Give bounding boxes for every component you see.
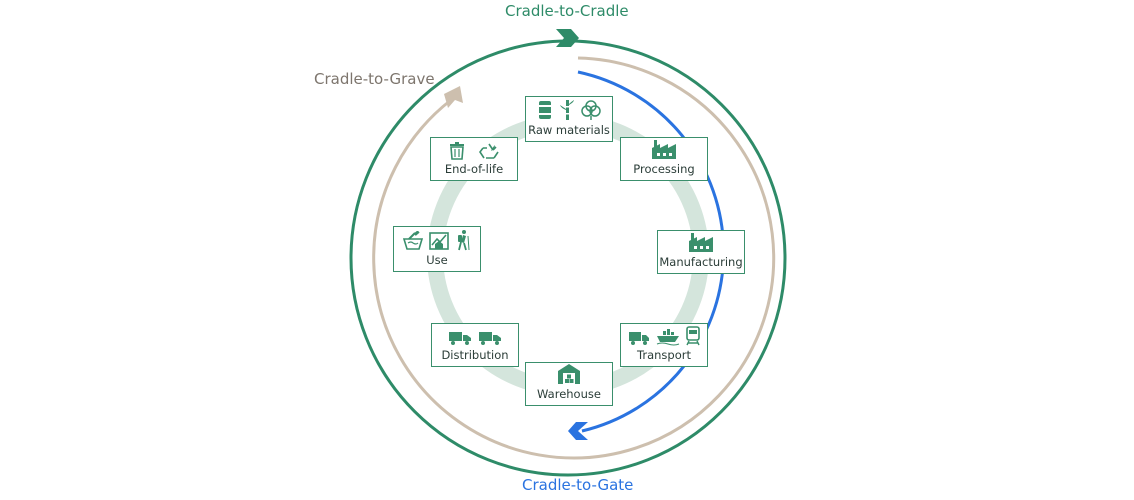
factory-icon bbox=[689, 233, 713, 252]
home-chart-icon bbox=[429, 232, 449, 250]
truck-icon bbox=[479, 332, 501, 345]
stage-warehouse: Warehouse bbox=[525, 362, 613, 406]
raw-materials-label: Raw materials bbox=[528, 123, 610, 137]
hiker-icon bbox=[458, 230, 470, 251]
stage-use: Use bbox=[393, 226, 481, 272]
cradle-to-gate-label: Cradle-to-Gate bbox=[522, 476, 634, 494]
processing-label: Processing bbox=[633, 162, 695, 176]
transport-label: Transport bbox=[637, 348, 691, 362]
cradle-to-grave-arc bbox=[372, 56, 776, 460]
factory-icon bbox=[652, 140, 676, 159]
train-icon bbox=[686, 326, 700, 346]
barrel-icon bbox=[538, 101, 552, 119]
use-label: Use bbox=[426, 253, 448, 267]
stage-distribution: Distribution bbox=[431, 323, 519, 367]
cotton-icon bbox=[581, 100, 601, 120]
cradle-to-cradle-arrowhead bbox=[556, 29, 579, 47]
warehouse-label: Warehouse bbox=[537, 387, 601, 401]
washing-icon bbox=[403, 231, 423, 250]
stage-end-of-life: End-of-life bbox=[430, 137, 518, 181]
distribution-label: Distribution bbox=[441, 348, 509, 362]
manufacturing-label: Manufacturing bbox=[659, 255, 743, 269]
stage-transport: Transport bbox=[620, 323, 708, 367]
stage-raw-materials: Raw materials bbox=[525, 96, 613, 142]
stage-manufacturing: Manufacturing bbox=[657, 230, 745, 274]
stage-processing: Processing bbox=[620, 137, 708, 181]
end-of-life-label: End-of-life bbox=[444, 162, 504, 176]
warehouse-icon bbox=[558, 364, 580, 384]
cradle-to-gate-arrowhead bbox=[568, 422, 588, 440]
trash-icon bbox=[450, 142, 464, 160]
truck-icon bbox=[449, 332, 471, 345]
cradle-to-grave-label: Cradle-to-Grave bbox=[314, 70, 435, 88]
recycle-icon bbox=[479, 143, 499, 159]
cradle-to-grave-arrowhead bbox=[444, 86, 463, 108]
bamboo-icon bbox=[560, 100, 574, 120]
cradle-to-cradle-label: Cradle-to-Cradle bbox=[505, 2, 629, 20]
truck-icon bbox=[629, 332, 649, 345]
ship-icon bbox=[656, 329, 680, 346]
